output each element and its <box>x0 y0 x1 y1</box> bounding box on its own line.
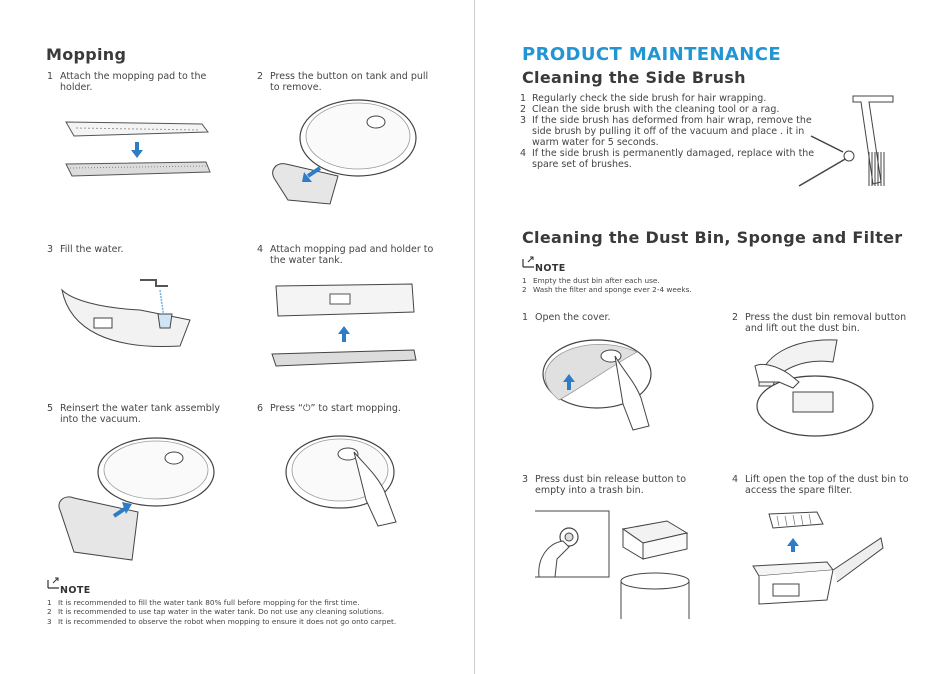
step-text: Lift open the top of the dust bin to acc… <box>745 474 909 496</box>
step-text: Attach mopping pad and holder to the wat… <box>270 244 434 266</box>
arrow-up-icon <box>338 326 350 334</box>
step-number: 2 <box>732 312 739 323</box>
attach-holder-illustration <box>271 283 417 367</box>
side-brush-tool-illustration <box>798 95 894 187</box>
step-text: Reinsert the water tank assembly into th… <box>60 403 221 425</box>
step-number: 2 <box>257 71 264 82</box>
page-divider <box>474 0 475 674</box>
note-item: 1 Empty the dust bin after each use. <box>522 276 692 285</box>
press-power-illustration <box>285 435 397 527</box>
mopping-step-1: 1 Attach the mopping pad to the holder. <box>47 71 227 93</box>
tank-removal-illustration <box>272 99 417 205</box>
remove-dust-bin-illustration <box>754 339 874 437</box>
dust-bin-step-1: 1 Open the cover. <box>522 312 702 323</box>
note-number: 2 <box>522 285 527 295</box>
spare-filter-illustration <box>752 511 884 605</box>
step-number: 1 <box>47 71 54 82</box>
step-text: Open the cover. <box>535 312 611 323</box>
left-page: Mopping 1 Attach the mopping pad to the … <box>46 45 437 626</box>
note-item: 2 It is recommended to use tap water in t… <box>47 607 396 616</box>
item-number: 1 <box>520 93 527 104</box>
arrow-down-icon <box>131 150 143 158</box>
step-number: 5 <box>47 403 54 414</box>
step-text: Press dust bin release button to empty i… <box>535 474 687 496</box>
item-text: If the side brush has deformed from hair… <box>532 115 812 148</box>
step-number: 3 <box>522 474 529 485</box>
note-number: 1 <box>522 276 527 285</box>
note-item: 2 Wash the filter and sponge ever 2-4 wee… <box>522 285 692 294</box>
reinsert-tank-illustration <box>58 437 215 561</box>
note-label: NOTE <box>535 263 566 274</box>
note-label: NOTE <box>60 585 91 596</box>
step-number: 6 <box>257 403 264 414</box>
list-item: 3 If the side brush has deformed from hai… <box>520 115 820 148</box>
note-text: It is recommended to use tap water in th… <box>58 607 385 617</box>
right-page: PRODUCT MAINTENANCE Cleaning the Side Br… <box>475 0 950 674</box>
step-text: Attach the mopping pad to the holder. <box>60 71 207 93</box>
mopping-step-3: 3 Fill the water. <box>47 244 227 255</box>
note-number: 3 <box>47 616 52 626</box>
list-item: 2 Clean the side brush with the cleaning … <box>520 104 820 115</box>
note-number: 2 <box>47 607 52 617</box>
step-number: 3 <box>47 244 54 255</box>
step-text: Fill the water. <box>60 244 124 255</box>
item-text: Regularly check the side brush for hair … <box>532 93 767 104</box>
step-number: 1 <box>522 312 529 323</box>
note-icon <box>522 256 534 268</box>
mopping-step-6: 6 Press “⏻” to start mopping. <box>257 403 437 414</box>
step-number: 4 <box>257 244 264 255</box>
open-cover-illustration <box>542 339 652 431</box>
step-text: Press the button on tank and pull to rem… <box>270 71 429 93</box>
item-text: Clean the side brush with the cleaning t… <box>532 104 780 115</box>
note-icon <box>47 577 59 589</box>
list-item: 4 If the side brush is permanently damage… <box>520 148 820 170</box>
dust-bin-step-4: 4 Lift open the top of the dust bin to a… <box>732 474 912 496</box>
note-item: 3 It is recommended to observe the robot … <box>47 617 396 626</box>
side-brush-list: 1 Regularly check the side brush for hair… <box>520 93 820 170</box>
arrow-icon <box>122 502 132 514</box>
dust-bin-title: Cleaning the Dust Bin, Sponge and Filter <box>522 228 903 247</box>
dust-bin-step-3: 3 Press dust bin release button to empty… <box>522 474 702 496</box>
mopping-title: Mopping <box>46 45 127 64</box>
note-text: It is recommended to fill the water tank… <box>58 598 360 607</box>
note-number: 1 <box>47 598 52 607</box>
item-number: 2 <box>520 104 527 115</box>
product-maintenance-title: PRODUCT MAINTENANCE <box>522 44 782 65</box>
empty-dust-bin-illustration <box>535 510 690 619</box>
mop-pad-attach-illustration <box>65 121 211 177</box>
side-brush-title: Cleaning the Side Brush <box>522 68 746 87</box>
dust-bin-step-2: 2 Press the dust bin removal button and … <box>732 312 912 334</box>
mopping-step-4: 4 Attach mopping pad and holder to the w… <box>257 244 437 266</box>
item-number: 3 <box>520 115 527 126</box>
mopping-notes: 1 It is recommended to fill the water tan… <box>47 598 396 626</box>
mopping-step-5: 5 Reinsert the water tank assembly into … <box>47 403 227 425</box>
mopping-step-2: 2 Press the button on tank and pull to r… <box>257 71 437 93</box>
item-number: 4 <box>520 148 527 159</box>
note-text: Empty the dust bin after each use. <box>533 276 660 285</box>
step-number: 4 <box>732 474 739 485</box>
arrow-icon <box>302 172 312 182</box>
step-text: Press the dust bin removal button and li… <box>745 312 907 334</box>
arrow-up-icon <box>787 538 799 546</box>
note-text: It is recommended to observe the robot w… <box>58 616 397 626</box>
item-text: If the side brush is permanently damaged… <box>532 148 815 170</box>
fill-water-illustration <box>61 279 191 347</box>
list-item: 1 Regularly check the side brush for hair… <box>520 93 820 104</box>
note-item: 1 It is recommended to fill the water tan… <box>47 598 396 607</box>
step-text: Press “⏻” to start mopping. <box>270 403 401 414</box>
note-text: Wash the filter and sponge ever 2-4 week… <box>533 285 692 295</box>
arrow-up-icon <box>563 374 575 382</box>
dust-bin-notes: 1 Empty the dust bin after each use. 2 Was… <box>522 276 692 295</box>
